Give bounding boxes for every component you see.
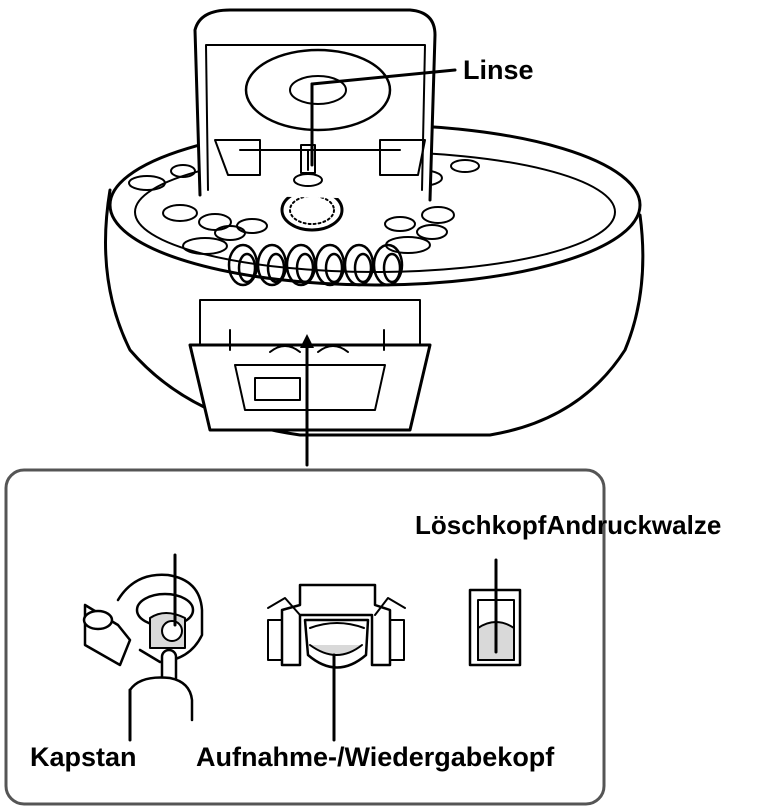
front-buttons-small — [162, 204, 455, 255]
capstan-illustration — [82, 553, 204, 742]
record-playback-head-illustration — [267, 583, 406, 742]
leader-lines — [305, 68, 457, 467]
lens-label: Linse — [463, 55, 534, 85]
erase-head-pinch-roller-label: LöschkopfAndruckwalze — [415, 510, 722, 540]
capstan-label: Kapstan — [30, 742, 137, 772]
transport-buttons — [227, 243, 404, 287]
lens-leader-line — [310, 68, 457, 86]
detail-frame — [4, 468, 606, 806]
boombox-illustration — [104, 8, 645, 437]
erase-head-illustration — [468, 558, 522, 667]
record-playback-head-label: Aufnahme-/Wiedergabekopf — [196, 742, 555, 772]
arrow-head-icon — [300, 334, 314, 348]
